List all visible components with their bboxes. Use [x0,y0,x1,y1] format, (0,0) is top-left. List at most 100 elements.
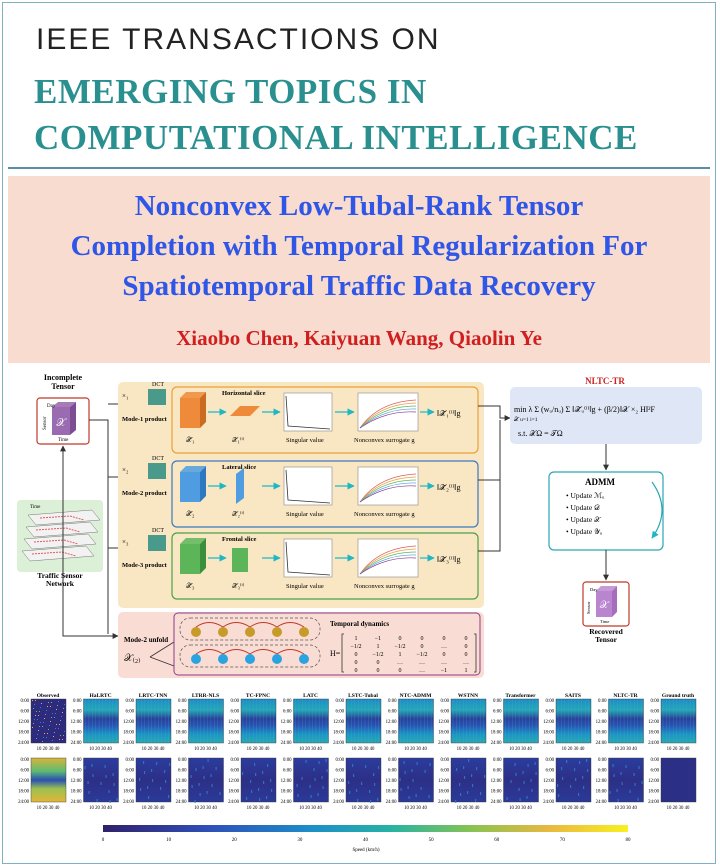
mode2-unfold-symbol: 𝒳₍₂₎ [124,653,140,664]
y-tick: 18:00 [123,790,135,795]
dct-matrix [148,389,166,405]
temporal-node [191,627,201,637]
y-tick: 6:00 [388,769,397,774]
dct-matrix [148,463,166,479]
y-tick: 6:00 [493,769,502,774]
x-ticks: 10 20 30 40 [457,747,480,752]
temporal-node [218,654,228,664]
y-tick: 0:00 [598,699,607,704]
y-tick: 24:00 [123,800,135,805]
x-ticks: 10 20 30 40 [667,806,690,811]
slice-label: Horizontal slice [222,390,266,397]
y-tick: 18:00 [18,790,30,795]
error-heatmap [30,757,67,803]
y-tick: 0:00 [178,758,187,763]
slice-label: Frontal slice [222,536,256,543]
y-tick: 0:00 [335,758,344,763]
y-tick: 0:00 [125,699,134,704]
x-ticks: 10 20 30 40 [562,747,585,752]
error-heatmap [83,757,119,803]
x-ticks: 10 20 30 40 [404,747,427,752]
error-heatmap [188,757,224,803]
y-tick: 12:00 [176,779,188,784]
y-tick: 6:00 [230,710,239,715]
y-tick: 18:00 [543,790,555,795]
y-tick: 12:00 [386,779,398,784]
y-tick: 18:00 [491,731,503,736]
incomplete-tensor-cube: 𝒳 [52,402,76,435]
y-tick: 0:00 [598,758,607,763]
x-ticks: 10 20 30 40 [194,747,217,752]
mode-tensor-symbol: 𝒳̃₂ [186,510,195,518]
y-tick: 6:00 [335,769,344,774]
slice-shape [236,468,244,504]
H-cell: −1/2 [394,644,405,650]
H-cell: 0 [465,636,468,642]
H-cell: 0 [421,644,424,650]
y-tick: 18:00 [123,731,135,736]
rec-axis-time: Time [600,619,609,624]
mode-product-label: Mode-1 product [122,416,168,423]
slice-symbol: 𝒳̃₃⁽ⁱ⁾ [232,582,245,590]
recovered-tensor-cube: 𝒳 [596,586,617,617]
x-ticks: 10 20 30 40 [37,806,60,811]
y-tick: 12:00 [228,720,240,725]
y-tick: 18:00 [491,790,503,795]
result-column-8: NTC-ADMM0:000:006:006:0012:0012:0018:001… [386,693,434,811]
mode-op: ×₁ [122,392,128,400]
mode-op: ×₃ [122,538,129,546]
y-tick: 12:00 [281,779,293,784]
dct-label: DCT [152,528,164,534]
x-ticks: 10 20 30 40 [142,747,165,752]
H-cell: 0 [421,636,424,642]
y-tick: 24:00 [281,741,293,746]
method-label: HaLRTC [89,693,111,699]
admm-step: • Update 𝒴ᵤ [566,527,603,536]
y-tick: 6:00 [545,710,554,715]
y-tick: 6:00 [73,769,82,774]
H-cell: −1/2 [416,652,427,658]
x-ticks: 10 20 30 40 [509,806,532,811]
temporal-chain-box [179,644,321,668]
mode-product-label: Mode-2 product [122,490,168,497]
error-heatmap [503,757,539,803]
y-tick: 24:00 [596,741,608,746]
H-cell: … [441,644,447,650]
y-tick: 24:00 [281,800,293,805]
result-column-4: LTRR-NLS0:000:006:006:0012:0012:0018:001… [176,693,224,811]
colorbar [103,825,628,832]
y-tick: 0:00 [73,699,82,704]
H-cell: −1 [375,636,381,642]
mode-box [171,386,479,454]
axis-day: Day [47,404,56,409]
y-tick: 0:00 [545,758,554,763]
method-label: TC-FPNC [246,693,270,699]
mode2-unfold-label: Mode-2 unfold [124,636,168,644]
H-cell: 0 [443,652,446,658]
y-tick: 18:00 [71,731,83,736]
y-tick: 0:00 [388,758,397,763]
method-label: SAITS [565,693,581,699]
singular-value-label: Singular value [286,583,324,590]
slice-shape [230,406,260,416]
norm-symbol: ‖𝒳̃₃⁽ⁱ⁾‖g [437,555,461,564]
H-cell: … [463,660,469,666]
y-tick: 12:00 [18,779,30,784]
network-time-label: Time [30,505,41,510]
colorbar-tick: 0 [102,838,105,843]
y-tick: 18:00 [176,731,188,736]
y-tick: 12:00 [596,779,608,784]
singular-value-label: Singular value [286,511,324,518]
paper-title: Nonconvex Low-Tubal-Rank Tensor Completi… [8,186,710,306]
y-tick: 6:00 [598,769,607,774]
masthead-separator [8,167,710,169]
colorbar-tick: 80 [626,838,632,843]
y-tick: 18:00 [596,731,608,736]
H-cell: −1/2 [350,644,361,650]
x-ticks: 10 20 30 40 [299,747,322,752]
